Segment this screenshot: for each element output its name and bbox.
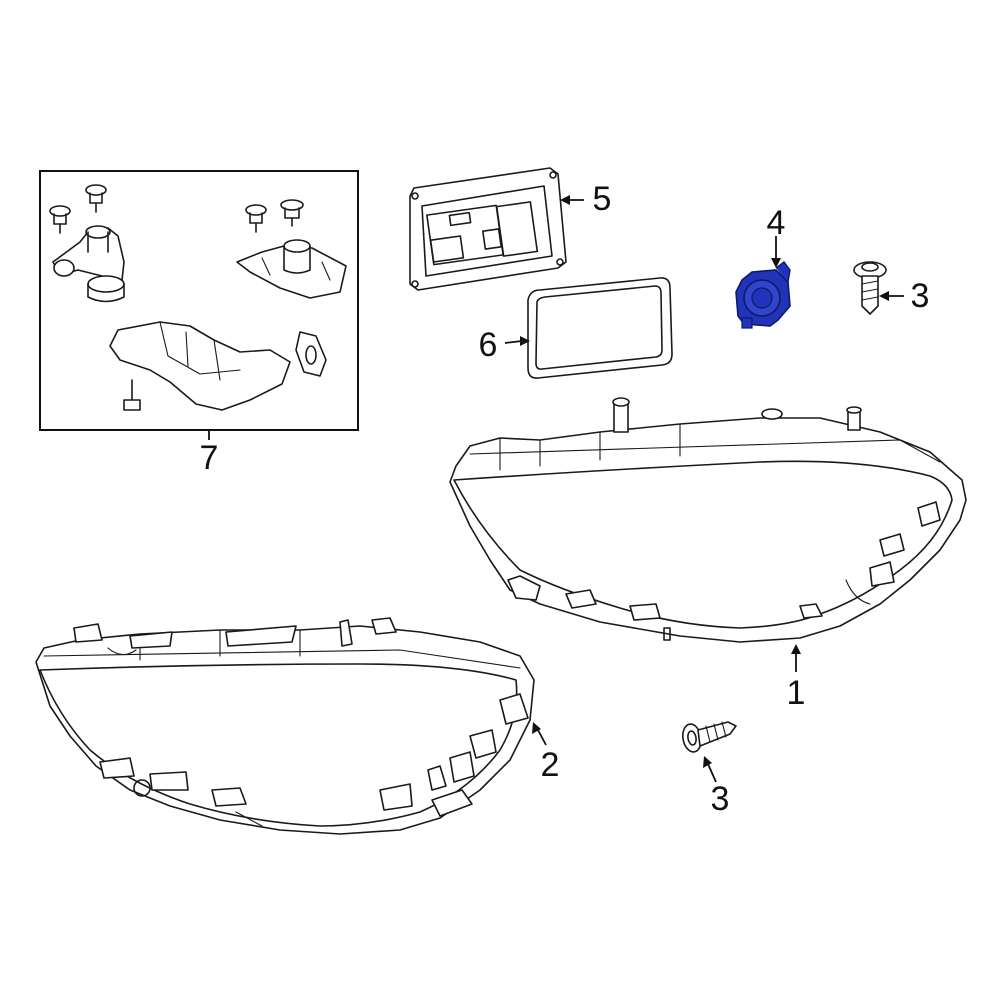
leader-6	[504, 340, 523, 344]
part-1-headlamp-right[interactable]	[449, 397, 967, 643]
part-2-headlamp-left[interactable]	[35, 617, 535, 835]
callout-4: 4	[767, 204, 786, 242]
kit-bracket-right	[236, 239, 347, 299]
part-5-control-module[interactable]	[409, 167, 567, 291]
callout-3a: 3	[911, 277, 930, 315]
part-7-bracket-kit[interactable]	[39, 170, 359, 431]
part-6-gasket[interactable]	[527, 277, 673, 379]
kit-screw-2	[49, 205, 71, 234]
kit-screw-4	[280, 199, 304, 227]
kit-bracket-center	[109, 321, 291, 411]
callout-3b: 3	[711, 780, 730, 818]
part-3-screw-lower[interactable]	[681, 721, 737, 753]
kit-screw-1	[85, 184, 107, 213]
part-3-screw-upper[interactable]	[853, 261, 887, 315]
part-4-socket[interactable]	[735, 261, 791, 329]
kit-bracket-left	[52, 225, 125, 303]
leader-3b	[707, 763, 717, 783]
leader-2	[537, 729, 547, 746]
kit-screw-3	[245, 204, 267, 233]
callout-6: 6	[479, 326, 498, 364]
callout-2: 2	[541, 746, 560, 784]
callout-5: 5	[593, 180, 612, 218]
callout-7: 7	[200, 439, 219, 477]
callout-1: 1	[787, 674, 806, 712]
kit-gasket	[295, 331, 327, 377]
kit-bolt	[123, 379, 141, 411]
